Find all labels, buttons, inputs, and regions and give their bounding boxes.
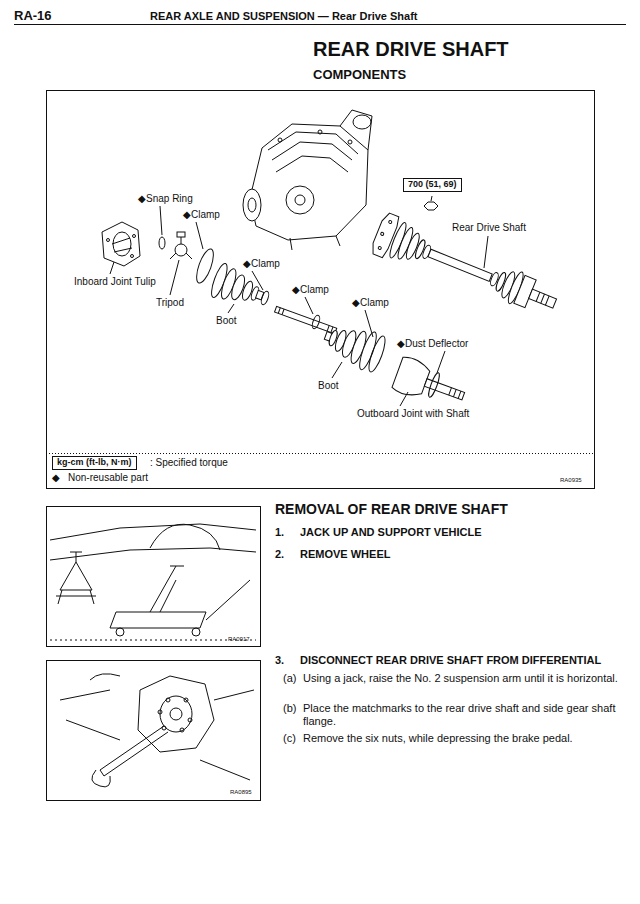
page-number: RA-16 bbox=[14, 9, 52, 24]
step-text: Using a jack, raise the No. 2 suspension… bbox=[303, 672, 625, 685]
section-heading: COMPONENTS bbox=[313, 68, 406, 83]
step-heading: DISCONNECT REAR DRIVE SHAFT FROM DIFFERE… bbox=[300, 654, 601, 667]
box-text: 700 (51, 69) bbox=[408, 180, 457, 190]
assembled-drive-shaft bbox=[369, 212, 563, 324]
torque-box: 700 (51, 69) bbox=[403, 178, 462, 192]
part-label: Boot bbox=[216, 315, 237, 327]
part-label: Tripod bbox=[156, 297, 184, 309]
legend-symbol: ◆ bbox=[52, 472, 60, 484]
outboard-joint bbox=[391, 355, 469, 413]
step-number: 2. bbox=[275, 548, 284, 561]
step-heading: JACK UP AND SUPPORT VEHICLE bbox=[300, 526, 482, 539]
part-label: Outboard Joint with Shaft bbox=[357, 408, 469, 420]
legend-text: : Specified torque bbox=[150, 457, 228, 469]
part-label: Boot bbox=[318, 380, 339, 392]
inboard-joint-tulip bbox=[102, 222, 140, 266]
step-text: Remove the six nuts, while depressing th… bbox=[303, 732, 625, 745]
figure-code: RA0935 bbox=[560, 477, 582, 484]
leader-line bbox=[431, 196, 432, 201]
components-frame bbox=[47, 91, 595, 489]
figure-code: RA0917 bbox=[228, 636, 250, 643]
outboard-boot bbox=[319, 317, 380, 372]
snap-ring bbox=[159, 237, 165, 249]
step-number: 3. bbox=[275, 654, 284, 667]
part-label: ◆Clamp bbox=[183, 209, 220, 221]
differential-wrench-illustration bbox=[60, 674, 254, 787]
sub-step-marker: (c) bbox=[283, 732, 296, 745]
box-text: kg-cm (ft-lb, N·m) bbox=[57, 458, 132, 468]
leader-line bbox=[484, 236, 488, 268]
shaft bbox=[275, 306, 337, 334]
leader-lines bbox=[110, 206, 445, 406]
dust-deflector bbox=[427, 372, 442, 398]
inboard-boot bbox=[208, 262, 268, 313]
flange-nut bbox=[424, 202, 438, 210]
running-header: REAR AXLE AND SUSPENSION — Rear Drive Sh… bbox=[150, 10, 418, 23]
step-number: 1. bbox=[275, 526, 284, 539]
page-title: REAR DRIVE SHAFT bbox=[313, 38, 509, 61]
clamp-ring bbox=[193, 247, 217, 285]
header-rule bbox=[14, 24, 626, 25]
sub-step-marker: (b) bbox=[283, 702, 296, 715]
part-label: Inboard Joint Tulip bbox=[74, 276, 156, 288]
clamp-ring bbox=[366, 334, 388, 373]
figure-code: RA0895 bbox=[230, 789, 252, 796]
part-label: Rear Drive Shaft bbox=[452, 222, 526, 234]
legend-rule bbox=[46, 453, 594, 454]
part-label: ◆Clamp bbox=[243, 258, 280, 270]
torque-legend-box: kg-cm (ft-lb, N·m) bbox=[52, 456, 137, 470]
small-clamp bbox=[311, 314, 321, 329]
legend-text: Non-reusable part bbox=[68, 472, 148, 484]
part-label: ◆Clamp bbox=[292, 284, 329, 296]
section-heading: REMOVAL OF REAR DRIVE SHAFT bbox=[275, 501, 508, 517]
part-label: ◆Clamp bbox=[352, 297, 389, 309]
part-label: ◆Snap Ring bbox=[138, 193, 193, 205]
photo-frame bbox=[47, 661, 261, 801]
photo-frame bbox=[47, 507, 261, 647]
tripod bbox=[170, 232, 192, 259]
step-heading: REMOVE WHEEL bbox=[300, 548, 390, 561]
part-label: ◆Dust Deflector bbox=[397, 338, 468, 350]
differential bbox=[243, 110, 372, 250]
small-clamp bbox=[260, 290, 270, 305]
step-text: Place the matchmarks to the rear drive s… bbox=[303, 702, 625, 727]
sub-step-marker: (a) bbox=[283, 672, 296, 685]
jack-illustration bbox=[50, 524, 256, 640]
